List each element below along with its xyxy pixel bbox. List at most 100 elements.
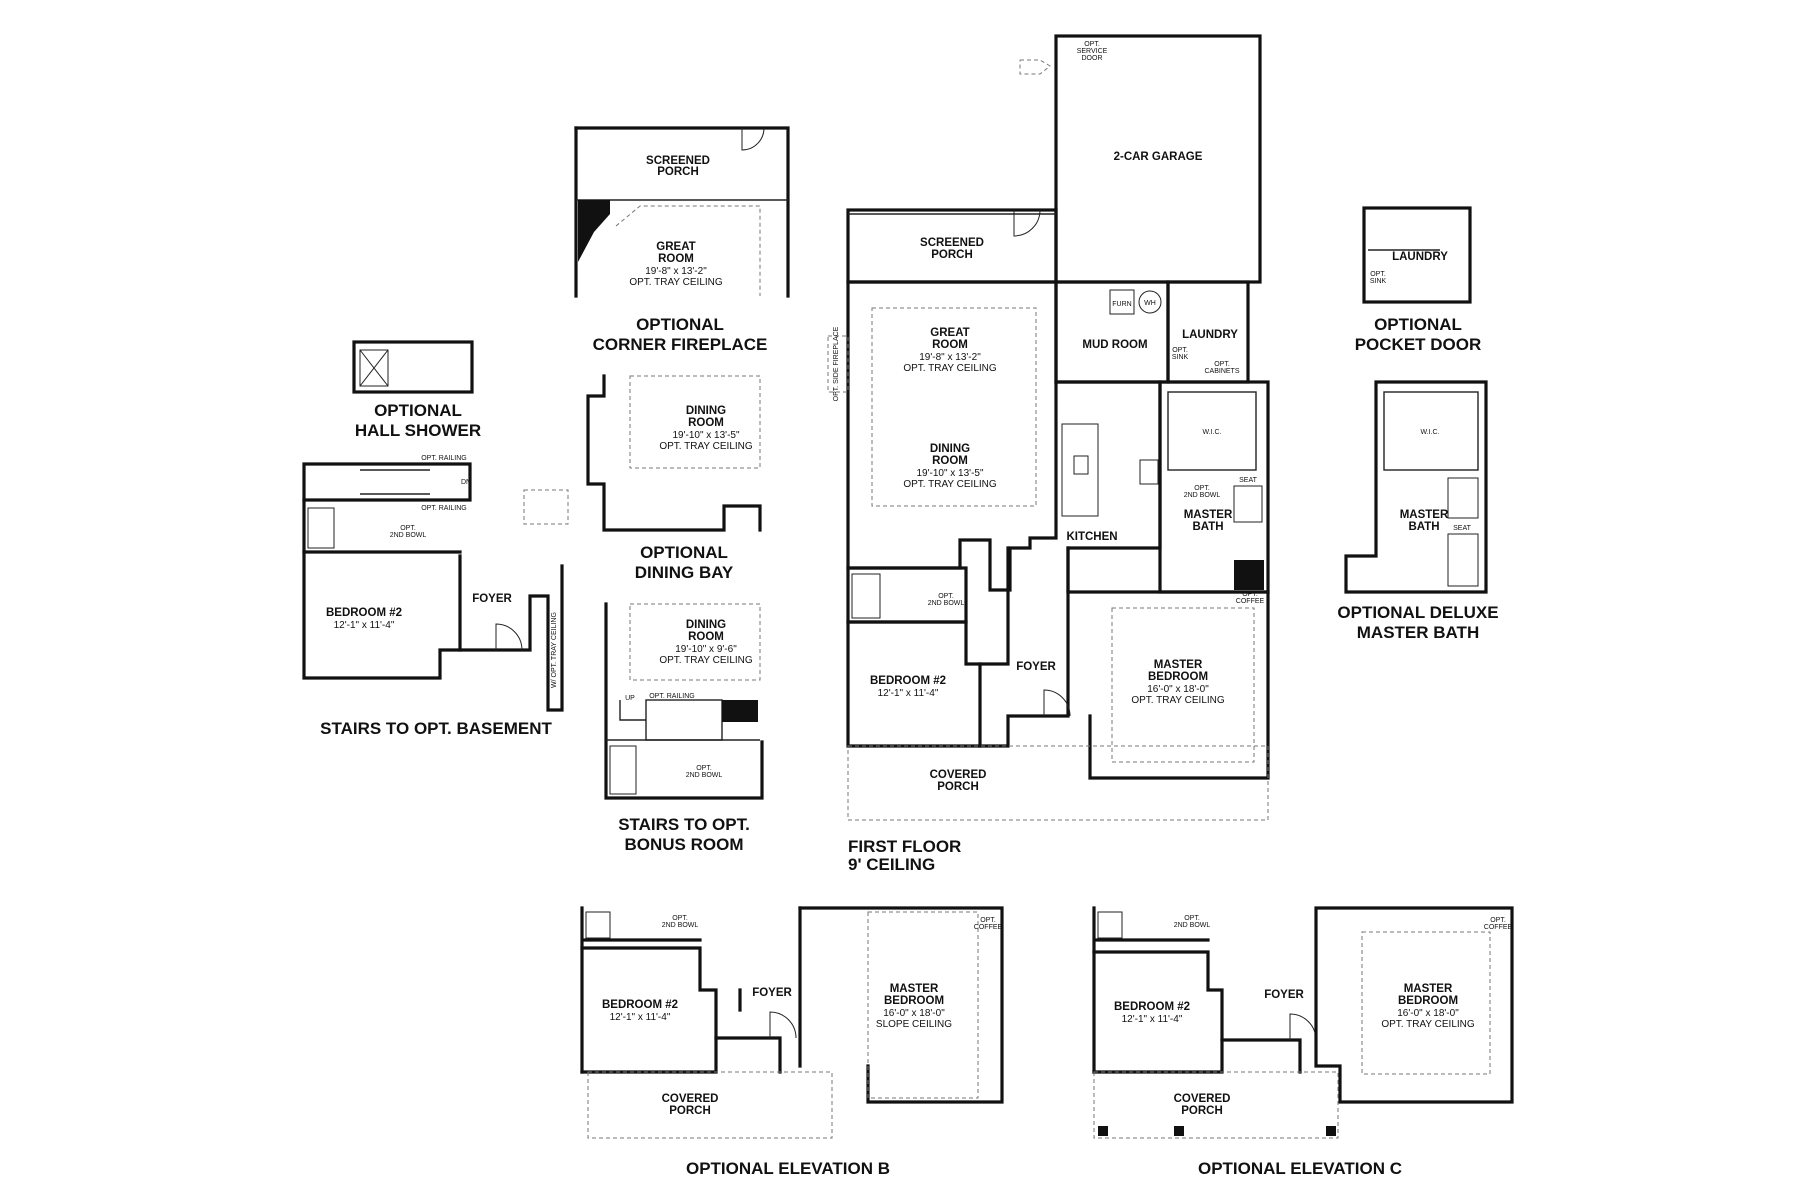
dining-size: 19'-10" x 13'-5": [916, 468, 984, 479]
deluxe-bath-label-2: BATH: [1408, 521, 1439, 533]
elev-c-coffee-note-2: COFFEE: [1484, 924, 1513, 931]
elevation-c-caption: OPTIONAL ELEVATION C: [1198, 1159, 1402, 1178]
elev-b-master-ceiling: SLOPE CEILING: [876, 1019, 952, 1030]
corner-porch-label-2: PORCH: [657, 166, 699, 178]
opt-sink-note: OPT.: [1172, 347, 1188, 354]
great-room-label-2: ROOM: [932, 339, 968, 351]
garage-label: 2-CAR GARAGE: [1114, 151, 1203, 163]
first-floor-ceiling-caption: 9' CEILING: [848, 855, 935, 874]
service-door-note-2: SERVICE: [1077, 48, 1108, 55]
elev-b-foyer-label: FOYER: [752, 987, 792, 999]
deluxe-wic-label: W.I.C.: [1420, 429, 1439, 436]
master-bath-label: MASTER: [1184, 509, 1233, 521]
basement-bedroom2-label: BEDROOM #2: [326, 607, 402, 619]
elev-b-bedroom2-size: 12'-1" x 11'-4": [610, 1012, 671, 1023]
dining-bay-option: DINING ROOM 19'-10" x 13'-5" OPT. TRAY C…: [586, 374, 762, 582]
pocket-door-option: LAUNDRY OPT. SINK OPTIONAL POCKET DOOR: [1355, 206, 1482, 354]
elev-c-bedroom2-label: BEDROOM #2: [1114, 1001, 1190, 1013]
bay-dining-label: DINING: [686, 405, 726, 417]
elev-c-porch-label-2: PORCH: [1181, 1105, 1223, 1117]
covered-porch-label: COVERED: [930, 769, 987, 781]
bay-dining-size: 19'-10" x 13'-5": [672, 430, 740, 441]
basement-dn-note: DN: [461, 479, 471, 486]
opt-2nd-bowl-note: OPT.: [1194, 485, 1210, 492]
deluxe-bath-caption-2: MASTER BATH: [1357, 623, 1479, 642]
first-floor-caption: FIRST FLOOR: [848, 837, 961, 856]
basement-bowl-note: OPT.: [400, 525, 416, 532]
corner-fireplace-caption: OPTIONAL: [636, 315, 724, 334]
master-bedroom-label: MASTER: [1154, 659, 1203, 671]
stairs-basement-caption: STAIRS TO OPT. BASEMENT: [320, 719, 552, 738]
basement-bowl-note-2: 2ND BOWL: [390, 532, 427, 539]
dining-ceiling: OPT. TRAY CEILING: [903, 479, 997, 490]
great-room-ceiling: OPT. TRAY CEILING: [903, 363, 997, 374]
corner-great-room-ceiling: OPT. TRAY CEILING: [629, 277, 723, 288]
elev-b-master-label-2: BEDROOM: [884, 995, 944, 1007]
deluxe-seat-note: SEAT: [1453, 525, 1471, 532]
corner-fireplace-option: SCREENED PORCH GREAT ROOM 19'-8" x 13'-2…: [574, 126, 790, 354]
corner-fireplace-caption-2: CORNER FIREPLACE: [593, 335, 768, 354]
service-door-note-3: DOOR: [1082, 55, 1103, 62]
elev-c-foyer-label: FOYER: [1264, 989, 1304, 1001]
basement-stairs-option: OPT. RAILING OPT. RAILING DN OPT. 2ND BO…: [302, 455, 569, 738]
master-size: 16'-0" x 18'-0": [1147, 684, 1209, 695]
master-bedroom-label-2: BEDROOM: [1148, 671, 1208, 683]
stairs-bonus-caption-2: BONUS ROOM: [625, 835, 744, 854]
elev-c-porch-label: COVERED: [1174, 1093, 1231, 1105]
elevation-b-option: OPT. 2ND BOWL BEDROOM #2 12'-1" x 11'-4"…: [580, 906, 1004, 1178]
furnace-label: FURN: [1112, 301, 1131, 308]
hall-shower-option: OPTIONAL HALL SHOWER: [352, 340, 481, 440]
pocket-door-caption: OPTIONAL: [1374, 315, 1462, 334]
first-floor-plan: OPT. SERVICE DOOR 2-CAR GARAGE SCREENED …: [827, 34, 1270, 874]
opt-cabinets-note-2: CABINETS: [1204, 368, 1239, 375]
basement-railing-note: OPT. RAILING: [421, 455, 467, 462]
bonus-bowl-note: OPT.: [696, 765, 712, 772]
bonus-dining-label: DINING: [686, 619, 726, 631]
master-ceiling: OPT. TRAY CEILING: [1131, 695, 1225, 706]
bay-dining-ceiling: OPT. TRAY CEILING: [659, 441, 753, 452]
elev-b-bowl-note: OPT.: [672, 915, 688, 922]
bonus-stairs-option: UP OPT. RAILING OPT. 2ND BOWL DINING ROO…: [604, 602, 764, 854]
corner-great-room-size: 19'-8" x 13'-2": [645, 266, 707, 277]
opt-cabinets-note: OPT.: [1214, 361, 1230, 368]
mud-room-label: MUD ROOM: [1082, 339, 1147, 351]
covered-porch-label-2: PORCH: [937, 781, 979, 793]
master-bath-label-2: BATH: [1192, 521, 1223, 533]
elev-c-master-size: 16'-0" x 18'-0": [1397, 1008, 1459, 1019]
pocket-door-caption-2: POCKET DOOR: [1355, 335, 1482, 354]
great-room-size: 19'-8" x 13'-2": [919, 352, 981, 363]
elev-b-porch-label-2: PORCH: [669, 1105, 711, 1117]
tray-ceiling-vertical-note: W/ OPT. TRAY CEILING: [551, 612, 558, 688]
coffee-bar-note: OPT.: [1242, 591, 1258, 598]
bonus-bowl-note-2: 2ND BOWL: [686, 772, 723, 779]
basement-foyer-label: FOYER: [472, 593, 512, 605]
elev-c-master-label-2: BEDROOM: [1398, 995, 1458, 1007]
screened-porch-label-2: PORCH: [931, 249, 973, 261]
elev-c-bowl-note: OPT.: [1184, 915, 1200, 922]
bedroom2-label: BEDROOM #2: [870, 675, 946, 687]
dining-bay-caption: OPTIONAL: [640, 543, 728, 562]
elev-b-porch-label: COVERED: [662, 1093, 719, 1105]
deluxe-bath-option: W.I.C. SEAT MASTER BATH OPTIONAL DELUXE …: [1337, 380, 1499, 642]
elevation-b-caption: OPTIONAL ELEVATION B: [686, 1159, 890, 1178]
side-fireplace-note: OPT. SIDE FIREPLACE: [833, 326, 840, 401]
opt-2nd-bowl-note-2: 2ND BOWL: [1184, 492, 1221, 499]
water-heater-label: WH: [1144, 300, 1156, 307]
elev-b-master-label: MASTER: [890, 983, 939, 995]
corner-great-room-label-2: ROOM: [658, 253, 694, 265]
seat-note: SEAT: [1239, 477, 1257, 484]
kitchen-label: KITCHEN: [1066, 531, 1117, 543]
service-door-note: OPT.: [1084, 41, 1100, 48]
coffee-bar-note-2: COFFEE: [1236, 598, 1265, 605]
hall-2nd-bowl-note-2: 2ND BOWL: [928, 600, 965, 607]
pocket-sink-note-2: SINK: [1370, 278, 1387, 285]
elev-b-master-size: 16'-0" x 18'-0": [883, 1008, 945, 1019]
elev-b-bedroom2-label: BEDROOM #2: [602, 999, 678, 1011]
elev-c-master-ceiling: OPT. TRAY CEILING: [1381, 1019, 1475, 1030]
bonus-dining-label-2: ROOM: [688, 631, 724, 643]
bonus-dining-size: 19'-10" x 9'-6": [675, 644, 737, 655]
great-room-label: GREAT: [930, 327, 969, 339]
elev-b-coffee-note-2: COFFEE: [974, 924, 1003, 931]
hall-shower-caption-2: HALL SHOWER: [355, 421, 481, 440]
